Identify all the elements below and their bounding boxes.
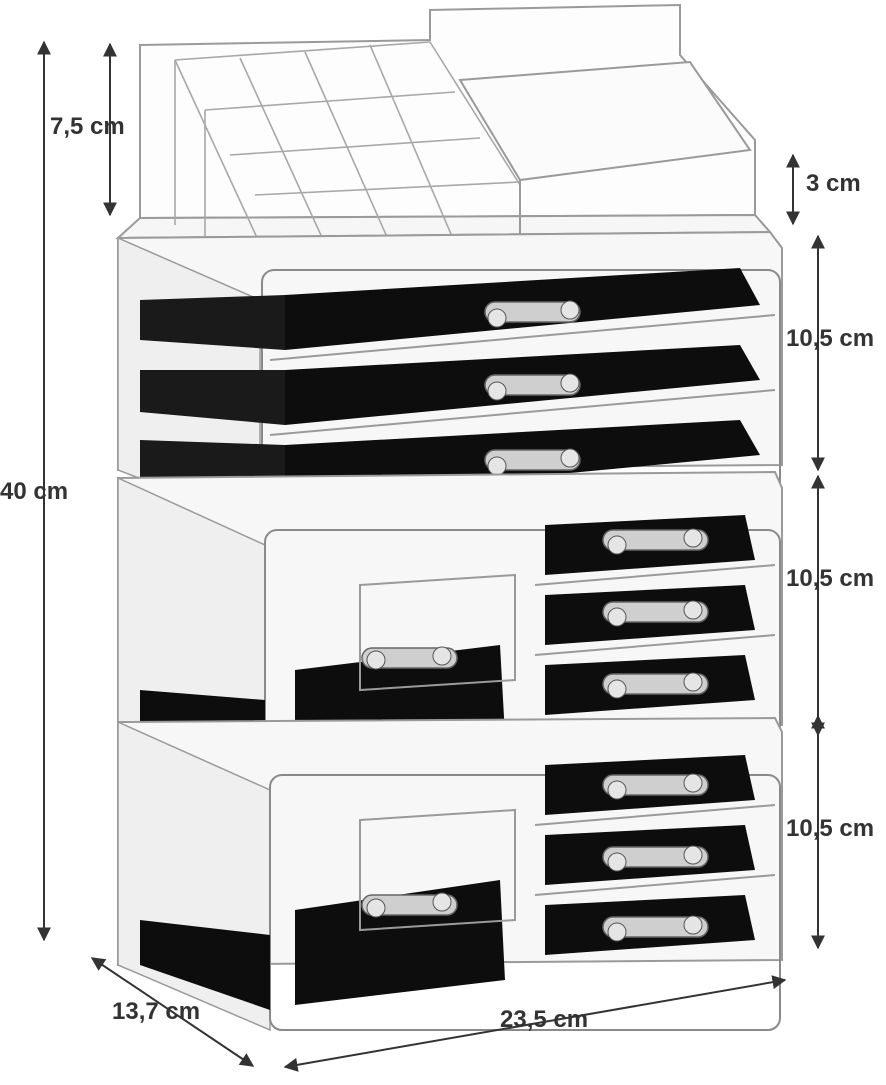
dim-label-unit1-height: 10,5 cm (786, 325, 875, 352)
drawer-handle-icon (484, 448, 581, 476)
dim-label-top-front-height: 3 cm (806, 170, 861, 197)
drawer-small (534, 585, 776, 656)
lipstick-tray (115, 3, 773, 256)
drawer-handle-icon (484, 373, 581, 401)
drawer-small (545, 895, 755, 955)
dim-label-unit3-height: 10,5 cm (786, 815, 875, 842)
drawer-small (534, 515, 776, 586)
dim-label-depth: 13,7 cm (112, 998, 201, 1025)
drawer-handle-icon (602, 773, 709, 800)
drawer-handle-icon (361, 892, 458, 918)
drawer-wide (140, 345, 776, 436)
drawer-small (545, 655, 755, 715)
dim-arrow-depth (90, 957, 255, 1067)
dim-label-total-height: 40 cm (0, 478, 69, 505)
drawer-handle-icon (602, 845, 709, 872)
drawer-handle-icon (602, 528, 709, 555)
drawer-small (534, 755, 776, 826)
drawer-handle-icon (602, 600, 709, 627)
drawer-wide (140, 268, 776, 361)
dim-arrow-width (283, 975, 787, 1072)
dimension-arrows (37, 40, 825, 1072)
drawer-handle-icon (602, 915, 709, 942)
drawer-handle-icon (361, 646, 458, 670)
drawer-handle-icon (484, 300, 581, 328)
dim-label-width: 23,5 cm (500, 1006, 589, 1033)
drawer-module-3 (117, 716, 783, 1032)
drawer-module-2 (117, 470, 783, 782)
dim-label-top-height: 7,5 cm (50, 113, 125, 140)
dim-label-unit2-height: 10,5 cm (786, 565, 875, 592)
drawer-handle-icon (602, 672, 709, 699)
drawer-small (534, 825, 776, 896)
